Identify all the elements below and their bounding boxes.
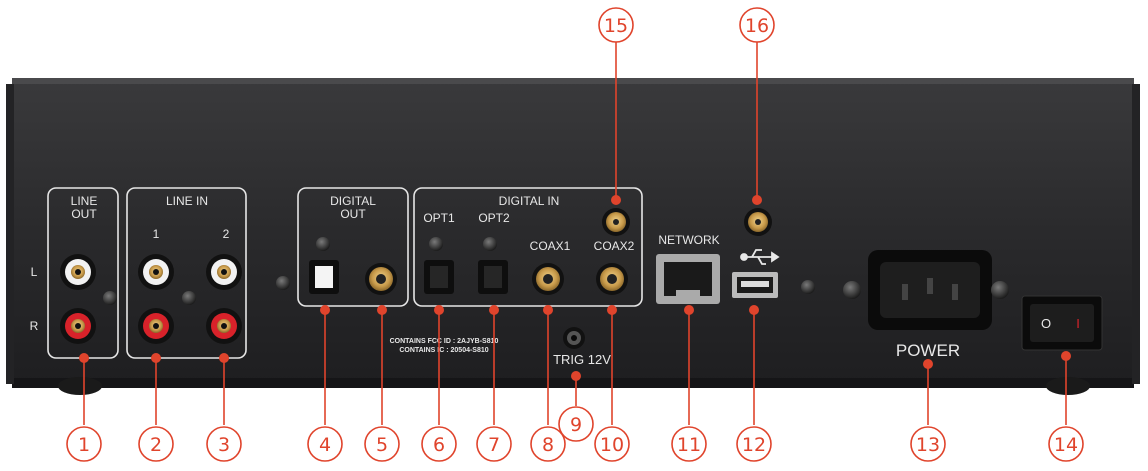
callout-6: 6 [433, 434, 445, 456]
callout-12-circle [736, 426, 772, 462]
callout-leaders [83, 42, 1067, 425]
rca-jacks [60, 254, 628, 344]
callouts [66, 7, 1084, 462]
callout-12: 12 [742, 434, 766, 456]
line-out-label-1: LINE [71, 194, 98, 208]
screw-icon [429, 237, 443, 251]
label-boxes [47, 187, 643, 359]
callout-2: 2 [150, 434, 162, 456]
screw-icon [103, 291, 117, 305]
callout-5: 5 [376, 434, 388, 456]
line-in-1-label: 1 [153, 227, 160, 241]
digital-out-label-1: DIGITAL [330, 194, 376, 208]
callout-9: 9 [570, 414, 582, 436]
callout-11-circle [671, 426, 707, 462]
coax1-label: COAX1 [530, 239, 571, 253]
line-in-1-l-jack[interactable] [138, 254, 174, 290]
coax-out-jack[interactable] [365, 263, 397, 295]
screw-icon [801, 280, 815, 294]
callout-14-circle [1048, 426, 1084, 462]
leader-dots [79, 195, 1071, 381]
ic-id-label: CONTAINS IC : 20504-S810 [399, 347, 488, 354]
callout-7-circle [476, 426, 512, 462]
screw-icon [276, 276, 290, 290]
opt1-port[interactable] [424, 260, 454, 294]
digital-out-box [297, 187, 409, 307]
trig-label: TRIG 12V [553, 352, 611, 367]
opt2-port[interactable] [478, 260, 508, 294]
chassis [6, 78, 1140, 388]
callout-9-circle [558, 406, 594, 442]
digital-in-box [413, 187, 643, 307]
callout-3: 3 [218, 434, 230, 456]
callout-8: 8 [542, 434, 554, 456]
callout-2-circle [138, 426, 174, 462]
callout-7: 7 [488, 434, 500, 456]
line-in-2-l-jack[interactable] [206, 254, 242, 290]
screw-icon [991, 281, 1009, 299]
network-port[interactable] [656, 254, 720, 304]
line-out-label-2: OUT [71, 207, 97, 221]
screw-icon [483, 237, 497, 251]
power-switch[interactable]: O I [1021, 295, 1103, 351]
network-label: NETWORK [658, 233, 719, 247]
usb-port[interactable] [732, 272, 778, 298]
callout-16-circle [739, 7, 775, 43]
line-in-2-r-jack[interactable] [206, 308, 242, 344]
callout-16: 16 [745, 15, 769, 37]
switch-off-label: O [1041, 316, 1051, 331]
antenna-15-connector[interactable] [602, 208, 630, 236]
callout-5-circle [364, 426, 400, 462]
line-out-r-jack[interactable] [60, 308, 96, 344]
callout-14: 14 [1054, 434, 1078, 456]
callout-4-circle [307, 426, 343, 462]
channel-l-label: L [31, 265, 38, 279]
trig-jack[interactable] [563, 327, 585, 349]
feet [58, 377, 1090, 395]
callout-4: 4 [319, 434, 331, 456]
callout-6-circle [421, 426, 457, 462]
optical-out-port[interactable] [309, 260, 339, 294]
callout-10-circle [594, 426, 630, 462]
callout-15-circle [598, 7, 634, 43]
line-out-l-jack[interactable] [60, 254, 96, 290]
screw-icon [182, 291, 196, 305]
callout-8-circle [530, 426, 566, 462]
switch-on-label: I [1076, 316, 1080, 331]
line-in-2-label: 2 [223, 227, 230, 241]
usb-icon [740, 249, 780, 265]
antenna-connectors [602, 208, 772, 236]
line-in-1-r-jack[interactable] [138, 308, 174, 344]
coax2-jack[interactable] [596, 263, 628, 295]
callout-1-circle [66, 426, 102, 462]
opt1-label: OPT1 [423, 211, 455, 225]
callout-13-circle [910, 426, 946, 462]
optical-ports [309, 260, 508, 294]
screw-icon [316, 237, 330, 251]
screw-icon [843, 281, 861, 299]
line-in-label: LINE IN [166, 194, 208, 208]
callout-3-circle [206, 426, 242, 462]
line-in-box [126, 187, 247, 359]
coax2-label: COAX2 [594, 239, 635, 253]
antenna-16-connector[interactable] [744, 208, 772, 236]
channel-r-label: R [30, 319, 39, 333]
fcc-id-label: CONTAINS FCC ID : 2AJYB-S810 [390, 338, 499, 345]
callout-15: 15 [604, 15, 628, 37]
digital-in-label: DIGITAL IN [499, 194, 560, 208]
digital-out-label-2: OUT [340, 207, 366, 221]
callout-11: 11 [677, 434, 701, 456]
callout-10: 10 [600, 434, 624, 456]
callout-13: 13 [916, 434, 940, 456]
opt2-label: OPT2 [478, 211, 510, 225]
power-label: POWER [896, 341, 960, 360]
callout-1: 1 [78, 434, 90, 456]
power-inlet[interactable] [868, 250, 992, 330]
screws [103, 237, 1009, 305]
coax1-jack[interactable] [532, 263, 564, 295]
